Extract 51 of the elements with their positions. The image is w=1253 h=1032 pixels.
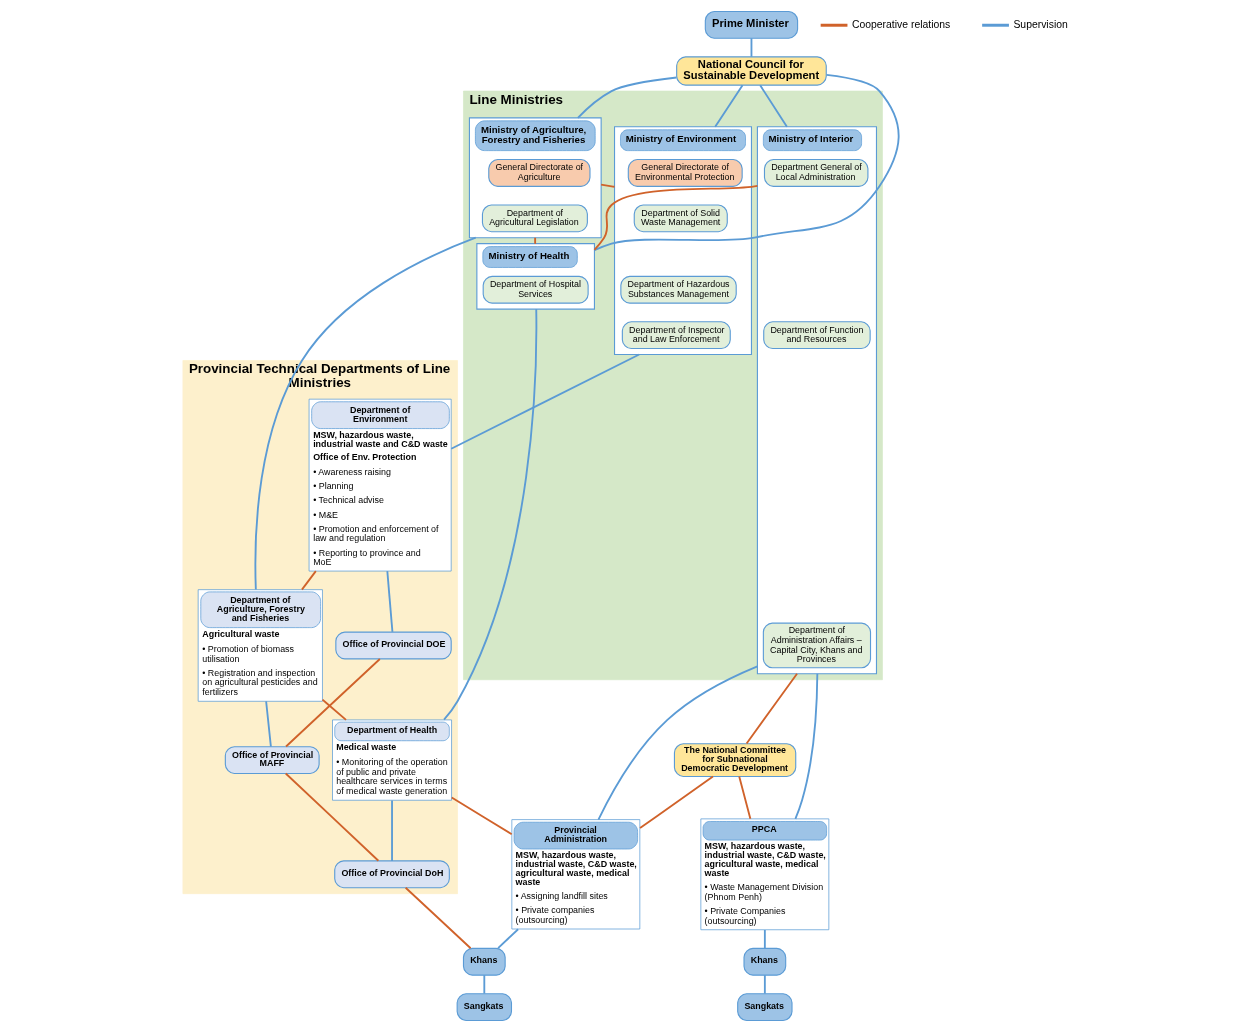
connector: [593, 184, 758, 251]
node-box: Department of Inspector and Law Enforcement: [621, 321, 731, 350]
connector: [449, 353, 640, 450]
connector: [496, 928, 519, 949]
node-box: Department of Hazardous Substances Management: [619, 275, 737, 304]
legend-label: Supervision: [1012, 18, 1068, 30]
connector: [763, 929, 766, 950]
connector: [599, 183, 615, 188]
node-box: Office of Provincial DOE: [334, 631, 452, 660]
connector: [638, 775, 714, 830]
connector: [745, 672, 798, 745]
node-box: Department of Administration Affairs – Capital City, Khans and Provinces: [762, 622, 871, 669]
connector: [284, 772, 379, 862]
connector: [597, 665, 758, 821]
legend-label: Cooperative relations: [851, 18, 950, 30]
node-box: Prime Minister: [704, 10, 798, 39]
node-box: Office of Provincial DoH: [333, 860, 450, 889]
node-box: Khans: [742, 947, 786, 976]
node-box: General Directorate of Agriculture: [487, 159, 591, 187]
connector: [763, 974, 766, 995]
node-box: National Council for Sustainable Development: [675, 56, 827, 86]
node-box: Office of Provincial MAFF: [224, 746, 320, 775]
node-box: Department of Agricultural Legislation: [481, 204, 588, 233]
connector: [793, 672, 818, 820]
connector: [593, 73, 900, 252]
connector: [254, 236, 477, 591]
connector: [758, 84, 788, 128]
node-box: Department General of Local Administration: [763, 159, 868, 187]
connector: [284, 658, 381, 748]
node-box: Sangkats: [456, 993, 512, 1022]
connector: [737, 775, 751, 820]
connector: [385, 570, 393, 633]
connector: [533, 236, 536, 245]
connector: [300, 570, 317, 591]
connector: [450, 796, 513, 836]
connector: [321, 698, 347, 721]
connector: [576, 76, 677, 119]
node-box: Sangkats: [736, 993, 793, 1022]
node-box: Department of Hospital Services: [482, 275, 589, 304]
node-box: Department of Function and Resources: [762, 321, 871, 350]
node-box: General Directorate of Environmental Protection: [627, 159, 743, 187]
connector: [713, 84, 743, 128]
connector: [482, 974, 485, 995]
connector: [750, 37, 752, 58]
connector: [390, 799, 393, 862]
connector: [264, 700, 272, 748]
node-box: Khans: [462, 947, 506, 976]
node-box: The National Committee for Subnational Democratic Development: [673, 743, 796, 777]
node-box: Department of Solid Waste Management: [633, 204, 728, 233]
connector: [404, 886, 472, 950]
connector: [442, 308, 537, 721]
